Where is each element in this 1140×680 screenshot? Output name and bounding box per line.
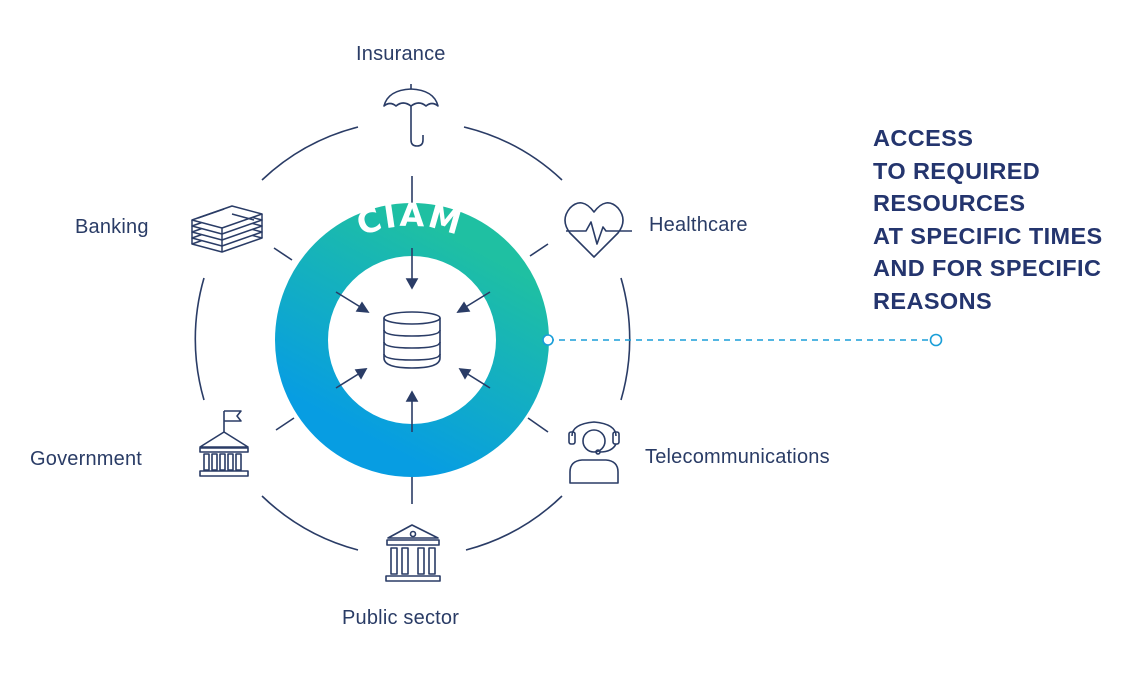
callout-line: REASONS bbox=[873, 287, 993, 314]
headset-agent-icon bbox=[568, 421, 620, 484]
spokes bbox=[273, 176, 549, 504]
callout-line: AND FOR SPECIFIC bbox=[873, 255, 1102, 281]
umbrella-icon bbox=[383, 84, 439, 147]
inner-arrows bbox=[335, 248, 491, 432]
database-icon bbox=[383, 311, 441, 369]
sector-label-government: Government bbox=[30, 448, 143, 470]
money-stack-icon bbox=[191, 205, 263, 253]
callout-connector bbox=[542, 333, 943, 347]
courthouse-icon bbox=[385, 524, 441, 582]
sector-label-telecommunications: Telecommunications bbox=[645, 446, 830, 468]
callout-text: ACCESS TO REQUIRED RESOURCES AT SPECIFIC… bbox=[873, 122, 1103, 317]
callout-line: RESOURCES bbox=[873, 190, 1026, 216]
sector-label-banking: Banking bbox=[75, 216, 149, 238]
outer-orbit bbox=[194, 126, 631, 551]
sector-label-healthcare: Healthcare bbox=[649, 214, 748, 236]
callout-line: TO REQUIRED bbox=[873, 157, 1041, 184]
heart-pulse-icon bbox=[564, 202, 632, 258]
callout-line: ACCESS bbox=[873, 125, 974, 151]
sector-label-insurance: Insurance bbox=[356, 43, 446, 65]
ciam-ring: CIAM bbox=[275, 196, 549, 477]
government-building-flag-icon bbox=[199, 410, 249, 477]
callout-line: AT SPECIFIC TIMES bbox=[873, 222, 1103, 249]
sector-label-public-sector: Public sector bbox=[342, 607, 460, 629]
